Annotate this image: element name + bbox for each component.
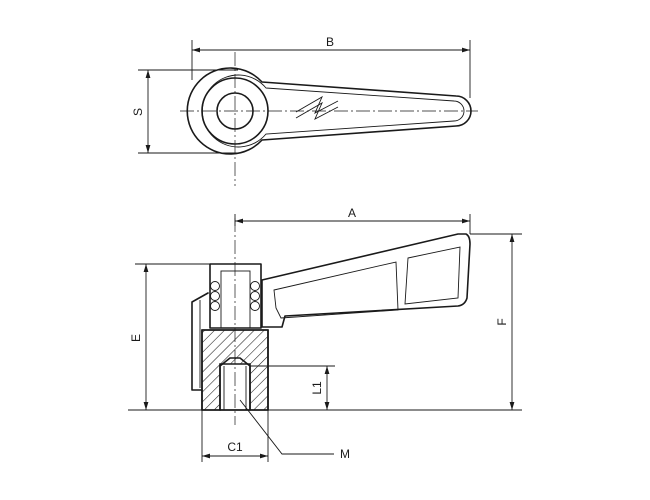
side-view-threaded-bore — [219, 357, 251, 411]
side-view-grip-recess — [404, 246, 461, 305]
dim-A-label: A — [348, 206, 356, 220]
side-view-lever-recess — [273, 261, 399, 319]
dim-L1-label: L1 — [310, 381, 324, 395]
top-view-lever-inner-contour — [201, 74, 465, 148]
top-view: B S — [131, 35, 478, 186]
dim-S-label: S — [131, 108, 145, 116]
leader-M-label: M — [340, 447, 350, 461]
top-view-bore-circle — [216, 92, 254, 130]
side-view-spring — [210, 281, 260, 311]
dim-B-label: B — [326, 35, 334, 49]
dim-F-label: F — [495, 318, 509, 325]
top-view-zigzag-rib-inner — [295, 101, 339, 120]
leader-M-line — [239, 399, 334, 455]
side-view-top-cap — [209, 263, 262, 329]
side-view-body-flank — [191, 292, 209, 391]
side-view: A E F L1 C1 M — [128, 206, 522, 462]
dim-C1-label: C1 — [227, 440, 243, 454]
side-view-pin-hatched — [220, 270, 251, 329]
side-view-lever-arm-outline — [261, 233, 471, 328]
top-view-hub-circle — [201, 77, 269, 145]
dim-E-label: E — [129, 334, 143, 342]
